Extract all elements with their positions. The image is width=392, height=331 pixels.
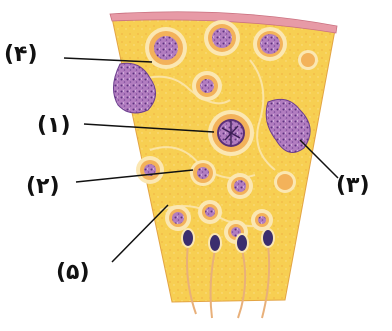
sperm-head (236, 234, 248, 252)
cell (136, 156, 164, 184)
sperm-head (209, 234, 221, 252)
sperm-head (182, 229, 194, 247)
label-5: (۵) (56, 262, 90, 284)
spermatid-cell (165, 205, 191, 231)
label-3: (۳) (336, 175, 370, 197)
cell (253, 27, 287, 61)
primary-spermatocyte-cell (208, 110, 254, 156)
cell (204, 20, 240, 56)
label-4: (۴) (4, 44, 38, 66)
label-2: (۲) (26, 176, 60, 198)
cell (298, 50, 318, 70)
secondary-spermatocyte-cell (190, 160, 216, 186)
label-1: (۱) (37, 115, 71, 137)
cell (192, 71, 222, 101)
sperm-head (262, 229, 274, 247)
cell (198, 200, 222, 224)
cell (274, 171, 296, 193)
cell (251, 209, 273, 231)
cell (227, 173, 253, 199)
